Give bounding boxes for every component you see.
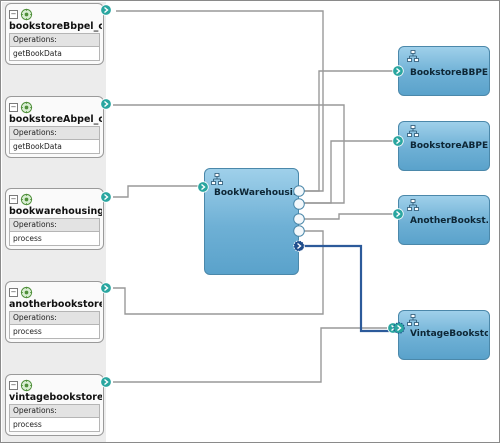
- operations-header: Operations:: [10, 127, 99, 140]
- wire-main-a[interactable]: [299, 140, 394, 204]
- component-vintage-bookstore[interactable]: VintageBooksto...: [398, 310, 490, 360]
- wire-s3[interactable]: [113, 185, 203, 198]
- exposed-service-s5[interactable]: − vintagebookstore... Operations: proces…: [5, 374, 104, 436]
- component-port-chevron-right-icon[interactable]: [197, 181, 209, 193]
- component-label: BookstoreBBPEL: [410, 68, 488, 78]
- reference-port-icon[interactable]: [293, 198, 305, 210]
- collapse-icon[interactable]: −: [9, 194, 18, 204]
- operation-name[interactable]: process: [13, 327, 42, 336]
- component-bookstore-abpel[interactable]: BookstoreABPEL: [398, 121, 490, 171]
- operations-header: Operations:: [10, 405, 99, 418]
- operations-box: Operations: getBookData: [9, 126, 100, 154]
- reference-port-icon[interactable]: [293, 213, 305, 225]
- gear-globe-icon: [20, 193, 33, 205]
- process-tree-icon: [407, 199, 419, 211]
- selected-component-port-icon[interactable]: [393, 322, 405, 334]
- wire-s5[interactable]: [113, 327, 387, 383]
- selected-reference-port-icon[interactable]: [293, 240, 305, 252]
- reference-port-icon[interactable]: [293, 225, 305, 237]
- component-another-bookstore[interactable]: AnotherBookst...: [398, 195, 490, 245]
- component-port-chevron-right-icon[interactable]: [392, 208, 404, 220]
- component-label: AnotherBookst...: [410, 216, 488, 226]
- component-label: BookWarehousi...: [214, 188, 296, 198]
- operations-header: Operations:: [10, 34, 99, 47]
- exposed-service-s2[interactable]: − bookstoreAbpel_cl... Operations: getBo…: [5, 96, 104, 158]
- wire-main-vintage-selected[interactable]: [304, 244, 391, 333]
- gear-globe-icon: [20, 286, 33, 298]
- service-port-chevron-right-icon[interactable]: [100, 376, 112, 388]
- operation-name[interactable]: process: [13, 234, 42, 243]
- collapse-icon[interactable]: −: [9, 380, 18, 390]
- gear-globe-icon: [20, 379, 33, 391]
- service-port-chevron-right-icon[interactable]: [100, 4, 112, 16]
- component-label: VintageBooksto...: [410, 329, 488, 339]
- process-tree-icon: [407, 50, 419, 62]
- operations-box: Operations: getBookData: [9, 33, 100, 61]
- collapse-icon[interactable]: −: [9, 102, 18, 112]
- exposed-service-s3[interactable]: − bookwarehousing... Operations: process: [5, 188, 104, 250]
- process-tree-icon: [407, 314, 419, 326]
- process-tree-icon: [407, 125, 419, 137]
- gear-globe-icon: [20, 101, 33, 113]
- service-port-chevron-right-icon[interactable]: [100, 98, 112, 110]
- service-name: bookstoreBbpel_cl...: [9, 21, 102, 32]
- process-tree-icon: [211, 173, 223, 185]
- operations-header: Operations:: [10, 219, 99, 232]
- service-port-chevron-right-icon[interactable]: [100, 282, 112, 294]
- exposed-service-s1[interactable]: − bookstoreBbpel_cl... Operations: getBo…: [5, 3, 104, 65]
- component-port-chevron-right-icon[interactable]: [392, 65, 404, 77]
- service-name: bookstoreAbpel_cl...: [9, 114, 102, 125]
- wire-s4[interactable]: [113, 230, 324, 315]
- operations-box: Operations: process: [9, 404, 100, 432]
- operations-box: Operations: process: [9, 311, 100, 339]
- collapse-icon[interactable]: −: [9, 287, 18, 297]
- exposed-service-s4[interactable]: − anotherbookstore... Operations: proces…: [5, 281, 104, 343]
- service-port-chevron-right-icon[interactable]: [100, 191, 112, 203]
- component-label: BookstoreABPEL: [410, 141, 488, 151]
- service-name: anotherbookstore...: [9, 299, 102, 310]
- service-name: vintagebookstore...: [9, 392, 102, 403]
- component-bookstore-bbpel[interactable]: BookstoreBBPEL: [398, 46, 490, 96]
- operations-header: Operations:: [10, 312, 99, 325]
- service-name: bookwarehousing...: [9, 206, 102, 217]
- operation-name[interactable]: getBookData: [13, 49, 62, 58]
- component-port-chevron-right-icon[interactable]: [392, 135, 404, 147]
- operation-name[interactable]: getBookData: [13, 142, 62, 151]
- operation-name[interactable]: process: [13, 420, 42, 429]
- wire-main-another[interactable]: [299, 213, 394, 220]
- collapse-icon[interactable]: −: [9, 9, 18, 19]
- component-bookwarehousing[interactable]: BookWarehousi...: [204, 168, 299, 275]
- wire-main-b[interactable]: [299, 70, 394, 192]
- wire-s1[interactable]: [116, 10, 324, 192]
- operations-box: Operations: process: [9, 218, 100, 246]
- gear-globe-icon: [20, 8, 33, 20]
- reference-port-icon[interactable]: [293, 185, 305, 197]
